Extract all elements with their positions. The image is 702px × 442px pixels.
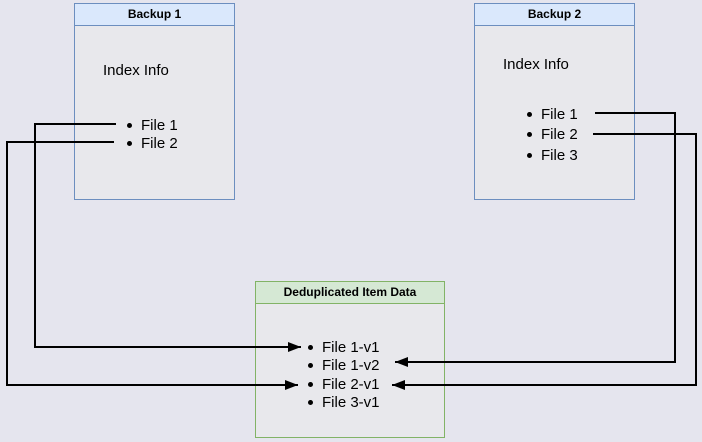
backup2-box: Backup 2 Index Info File 1 File 2 File 3	[474, 3, 635, 200]
bullet-icon	[527, 152, 532, 158]
backup2-file-list: File 1 File 2 File 3	[527, 104, 578, 166]
file-label: File 2	[541, 126, 578, 144]
dedup-file-list: File 1-v1 File 1-v2 File 2-v1 File 3-v1	[308, 338, 380, 412]
file-label: File 2-v1	[322, 375, 380, 393]
dedup-title: Deduplicated Item Data	[283, 285, 417, 299]
list-item: File 2	[527, 125, 578, 146]
bullet-icon	[308, 381, 313, 387]
backup2-header: Backup 2	[475, 4, 634, 26]
file-label: File 2	[141, 135, 178, 153]
list-item: File 3	[527, 145, 578, 166]
bullet-icon	[527, 111, 532, 117]
file-label: File 3	[541, 146, 578, 164]
bullet-icon	[308, 363, 313, 369]
backup1-title: Backup 1	[127, 7, 182, 21]
bullet-icon	[308, 400, 313, 406]
list-item: File 2	[127, 135, 178, 154]
backup2-index-info-label: Index Info	[503, 56, 569, 73]
list-item: File 1	[127, 116, 178, 135]
backup1-index-info-label: Index Info	[103, 62, 169, 79]
dedup-box: Deduplicated Item Data File 1-v1 File 1-…	[255, 281, 445, 438]
dedup-header: Deduplicated Item Data	[256, 282, 444, 304]
backup1-box: Backup 1 Index Info File 1 File 2	[74, 3, 235, 200]
list-item: File 1-v2	[308, 357, 380, 376]
bullet-icon	[308, 344, 313, 350]
list-item: File 1	[527, 104, 578, 125]
file-label: File 1	[141, 116, 178, 134]
backup1-file-list: File 1 File 2	[127, 116, 178, 153]
list-item: File 1-v1	[308, 338, 380, 357]
file-label: File 1-v2	[322, 357, 380, 375]
bullet-icon	[527, 132, 532, 138]
list-item: File 3-v1	[308, 394, 380, 413]
bullet-icon	[127, 141, 132, 147]
file-label: File 1-v1	[322, 338, 380, 356]
file-label: File 3-v1	[322, 394, 380, 412]
file-label: File 1	[541, 105, 578, 123]
list-item: File 2-v1	[308, 375, 380, 394]
backup1-header: Backup 1	[75, 4, 234, 26]
backup2-title: Backup 2	[527, 7, 582, 21]
bullet-icon	[127, 122, 132, 128]
